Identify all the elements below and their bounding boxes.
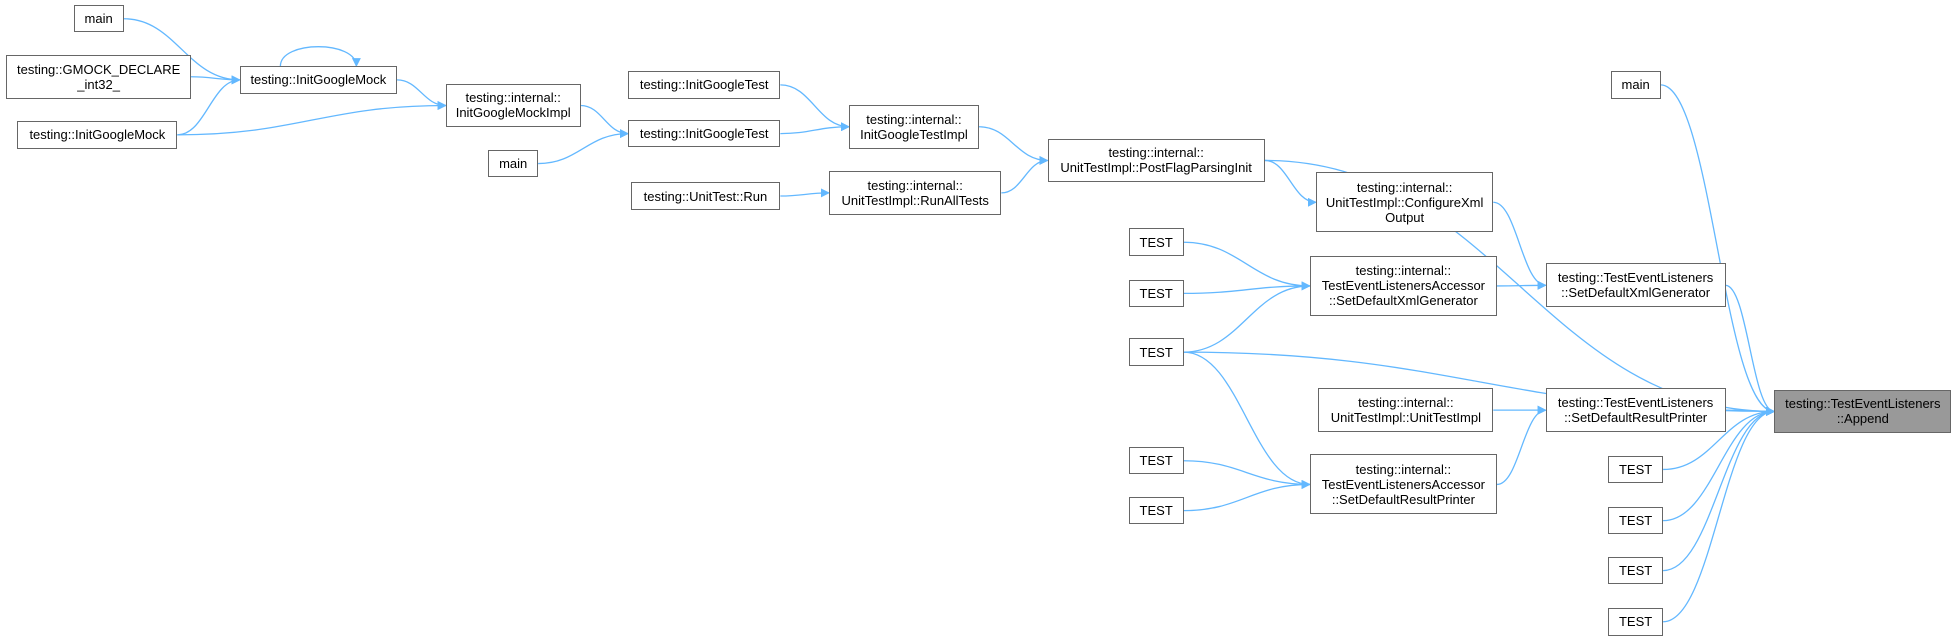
graph-node-label: testing::internal::UnitTestImpl::PostFla… [1060,145,1252,176]
graph-node-label: TEST [1618,563,1653,579]
graph-edge [1663,406,1776,623]
graph-edge [978,126,1049,165]
graph-edge [1183,460,1311,489]
graph-node[interactable]: TEST [1608,506,1664,535]
graph-edge [1183,351,1311,489]
graph-edge [780,188,830,198]
graph-node[interactable]: TEST [1128,496,1184,525]
graph-node-label: TEST [1139,503,1173,519]
graph-node[interactable]: TEST [1128,279,1184,308]
graph-node[interactable]: TEST [1128,228,1184,256]
graph-node-label: testing::GMOCK_DECLARE_int32_ [16,61,181,92]
graph-node[interactable]: TEST [1128,446,1184,475]
graph-edge [1663,406,1776,522]
graph-node-label: main [84,11,113,27]
graph-edge [780,84,850,132]
graph-edge [191,75,241,85]
graph-node-label: TEST [1139,234,1173,250]
graph-node[interactable]: testing::TestEventListeners::SetDefaultR… [1545,388,1726,432]
graph-edge [1497,280,1547,290]
graph-node-label: main [499,156,528,172]
graph-edge [538,129,629,165]
graph-node-label: testing::TestEventListeners::Append [1785,396,1941,427]
graph-edge [1183,281,1311,353]
graph-edge [177,101,447,136]
graph-edge [1183,479,1311,512]
graph-node[interactable]: testing::InitGoogleMock [239,66,398,94]
graph-node[interactable]: main [73,4,124,33]
graph-node[interactable]: testing::internal::UnitTestImpl::PostFla… [1047,138,1265,183]
graph-node[interactable]: TEST [1128,338,1184,366]
graph-node-label: testing::internal::TestEventListenersAcc… [1321,461,1486,507]
graph-node-label: testing::internal::UnitTestImpl::RunAllT… [841,177,989,208]
graph-node[interactable]: testing::internal::UnitTestImpl::Configu… [1315,172,1494,233]
graph-edge [279,46,361,68]
graph-node[interactable]: testing::UnitTest::Run [630,182,781,210]
graph-edge [397,79,447,110]
graph-edge [1725,284,1776,416]
graph-node-label: testing::InitGoogleTest [639,77,769,93]
graph-node[interactable]: testing::internal::TestEventListenersAcc… [1309,454,1498,515]
graph-edge [1264,159,1317,207]
graph-node[interactable]: testing::internal::UnitTestImpl::UnitTes… [1318,388,1494,432]
graph-node-label: testing::internal::UnitTestImpl::UnitTes… [1330,395,1481,426]
graph-node[interactable]: testing::InitGoogleTest [628,119,781,148]
graph-edge [1496,405,1547,486]
graph-node[interactable]: testing::internal::TestEventListenersAcc… [1309,255,1498,316]
graph-node-label: testing::UnitTest::Run [643,188,768,204]
graph-node[interactable]: main [1610,71,1661,99]
graph-node[interactable]: TEST [1608,455,1664,484]
graph-node-label: testing::internal::TestEventListenersAcc… [1321,263,1486,309]
graph-node[interactable]: testing::InitGoogleMock [17,121,178,149]
graph-node-root: testing::TestEventListeners::Append [1774,389,1952,434]
graph-node[interactable]: main [488,149,539,178]
graph-node-label: TEST [1618,461,1653,477]
graph-node-label: TEST [1618,513,1653,529]
graph-node-label: TEST [1139,285,1173,301]
graph-edge [1001,155,1049,194]
graph-node[interactable]: testing::internal::InitGoogleMockImpl [445,83,581,128]
graph-node[interactable]: testing::GMOCK_DECLARE_int32_ [6,54,192,99]
graph-node-label: testing::TestEventListeners::SetDefaultX… [1557,270,1714,301]
graph-node-label: TEST [1618,614,1653,630]
graph-node-label: testing::internal::UnitTestImpl::Configu… [1325,179,1484,225]
graph-node-label: testing::TestEventListeners::SetDefaultR… [1557,395,1714,426]
graph-node[interactable]: TEST [1608,556,1664,585]
graph-node-label: testing::InitGoogleMock [250,72,387,88]
graph-node[interactable]: testing::internal::UnitTestImpl::RunAllT… [829,171,1002,215]
graph-node[interactable]: testing::TestEventListeners::SetDefaultX… [1545,263,1726,308]
graph-node[interactable]: TEST [1608,608,1664,636]
graph-edge [177,75,241,136]
graph-edge [1183,281,1311,295]
graph-node-label: testing::internal::InitGoogleTestImpl [860,111,968,142]
graph-node-label: testing::InitGoogleTest [639,126,769,142]
graph-node[interactable]: testing::internal::InitGoogleTestImpl [849,104,979,149]
graph-edge [1660,84,1776,416]
graph-node-label: TEST [1139,344,1173,360]
graph-node-label: TEST [1139,453,1173,469]
graph-edge [1663,406,1776,572]
graph-node-label: testing::internal::InitGoogleMockImpl [455,90,571,121]
graph-node[interactable]: testing::InitGoogleTest [628,71,781,99]
graph-edge [1183,241,1311,291]
graph-edge [580,104,629,139]
graph-edge [1493,201,1547,290]
graph-node-label: testing::InitGoogleMock [29,127,166,143]
graph-edge [780,122,850,135]
graph-edge [1663,406,1776,471]
graph-node-label: main [1621,77,1650,93]
graph-edge [123,18,241,85]
